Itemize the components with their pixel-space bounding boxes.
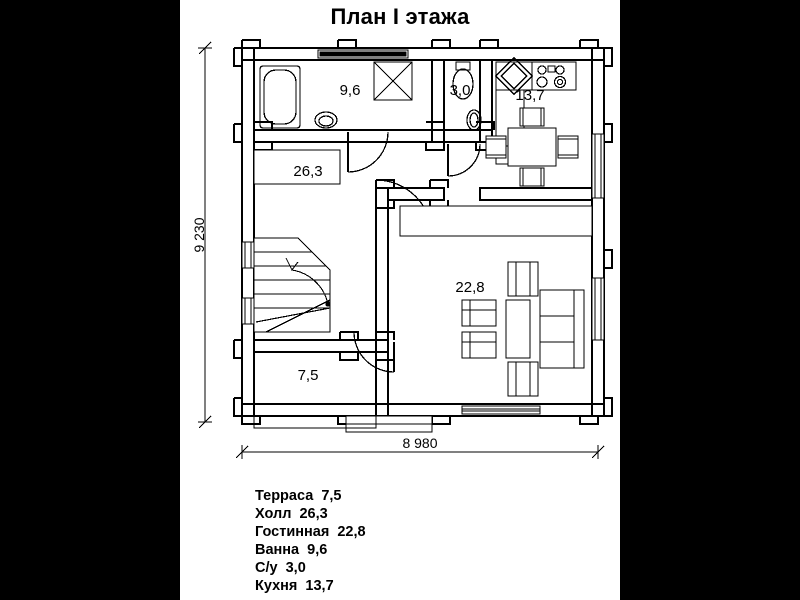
log-ends-left <box>233 47 242 417</box>
door-bathroom <box>346 131 389 173</box>
armchair-icon <box>461 331 497 359</box>
room-legend: Терраса 7,5 Холл 26,3 Гостинная 22,8 Ван… <box>255 487 366 596</box>
sink-icon <box>314 111 338 129</box>
area-label-bathroom: 9,6 <box>340 82 361 99</box>
bathtub-icon <box>259 65 301 129</box>
window-left-lower-stairs <box>241 297 255 325</box>
page-title: План I этажа <box>330 4 470 29</box>
window-top <box>317 49 409 59</box>
window-left-upper-stairs <box>241 241 255 269</box>
entry-steps <box>345 415 433 433</box>
hall-counter <box>253 149 341 185</box>
stove-four-burner-icon <box>531 61 577 91</box>
toilet-icon <box>452 61 474 100</box>
legend-item-living: Гостинная 22,8 <box>255 524 366 541</box>
armchair-icon <box>507 361 539 397</box>
legend-item-kitchen: Кухня 13,7 <box>255 578 334 595</box>
shower-stall-icon <box>373 61 413 101</box>
door-terrace <box>353 331 396 373</box>
area-label-hall: 26,3 <box>293 163 322 180</box>
sofa-icon <box>539 289 585 369</box>
floor-plan-drawing: 9,6 3,0 <box>191 39 613 459</box>
door-wc <box>446 143 481 177</box>
staircase-icon <box>253 237 331 333</box>
armchair-icon <box>507 261 539 297</box>
small-sink-icon <box>466 109 482 131</box>
window-right-kitchen <box>591 133 605 199</box>
dining-table-icon <box>485 107 579 187</box>
legend-item-hall: Холл 26,3 <box>255 506 328 523</box>
armchair-icon <box>461 299 497 327</box>
window-right-living <box>591 277 605 341</box>
dimension-vertical-label: 9 230 <box>191 217 207 252</box>
log-ends-top <box>241 39 599 48</box>
legend-item-terrace: Терраса 7,5 <box>255 488 342 504</box>
dimension-horizontal-label: 8 980 <box>402 435 437 451</box>
drawing-sheet: План I этажа <box>180 0 620 600</box>
living-counter <box>399 205 593 237</box>
dimension-horizontal <box>235 445 605 459</box>
area-label-terrace: 7,5 <box>298 367 319 384</box>
terrace-deck-edge <box>253 416 377 429</box>
area-label-living: 22,8 <box>455 279 484 296</box>
dimension-vertical <box>198 41 212 429</box>
legend-item-bathroom: Ванна 9,6 <box>255 542 328 559</box>
stair-direction-arrow-icon <box>285 257 331 307</box>
window-bottom-living <box>461 405 541 415</box>
area-label-kitchen: 13,7 <box>515 87 544 104</box>
log-ends-right <box>604 47 613 417</box>
area-label-wc: 3,0 <box>450 82 471 99</box>
legend-item-wc: С/у 3,0 <box>255 560 306 577</box>
coffee-table-icon <box>505 299 531 359</box>
